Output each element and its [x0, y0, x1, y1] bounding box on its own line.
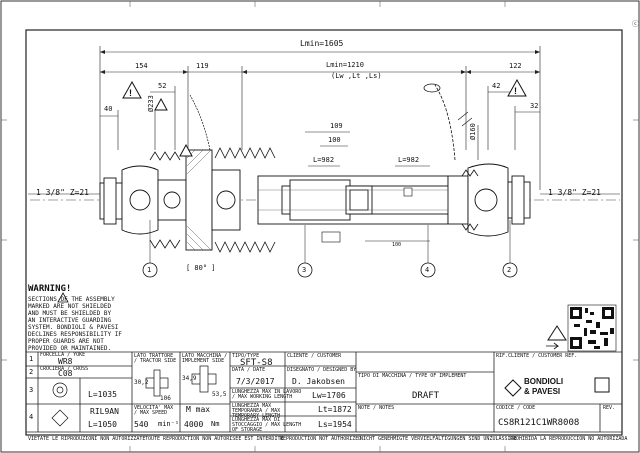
dim-42: 42 — [492, 82, 501, 90]
date-value: 7/3/2017 — [236, 377, 275, 386]
torque-label: M max — [186, 405, 211, 414]
callout-1: 1 — [147, 266, 152, 274]
dim-right-end: 122 — [509, 62, 522, 70]
dim-L982-left: L=982 — [313, 156, 335, 164]
svg-text:!: ! — [129, 88, 132, 98]
callout-3: 3 — [302, 266, 307, 274]
part-code: RIL9AN — [90, 407, 119, 416]
footer-note: PROHIBIDA LA REPRODUCCION NO AUTORIZADA — [510, 436, 628, 442]
dim-109: 109 — [330, 122, 343, 130]
profile-left: 1 3/8" Z=21 — [36, 188, 89, 197]
tractor-side-label: LATO TRATTORE / TRACTOR SIDE — [134, 353, 177, 364]
part-code: C08 — [58, 369, 73, 378]
designer-label: DISEGNATO / DESIGNED BY — [287, 367, 357, 373]
designer-value: D. Jakobsen — [292, 377, 345, 386]
footer-note: NICHT GENEHMIGTE VERVIELFÄLTIGUNGEN SIND… — [360, 436, 517, 442]
speed-unit: min⁻¹ — [158, 420, 180, 428]
warning-line: AND MUST BE SHIELDED BY — [28, 310, 112, 317]
warning-title: WARNING! — [28, 284, 72, 294]
dim-angle: [ 80° ] — [186, 264, 216, 272]
ls-label: LUNGHEZZA MAX DI STOCCAGGIO / MAX LENGTH… — [232, 417, 302, 433]
part-code: L=1035 — [88, 390, 117, 399]
customer-ref-label: RIF.CLIENTE / CUSTOMER REF. — [496, 353, 578, 359]
part-num: 2 — [29, 368, 34, 376]
torque-value: 4000 — [184, 420, 204, 429]
warning-line: SYSTEM. BONDIOLI & PAVESI — [28, 324, 119, 331]
dim-40: 40 — [104, 105, 113, 113]
profile-right: 1 3/8" Z=21 — [548, 188, 601, 197]
dim-total-length: Lmin=1605 — [300, 39, 344, 48]
cross-dim-d: 53,5 — [212, 391, 227, 398]
dim-tube-length: Lmin=1210 — [326, 61, 364, 69]
code-label: CODICE / CODE — [496, 405, 536, 411]
part-num: 4 — [29, 413, 34, 421]
notes-label: NOTE / NOTES — [358, 405, 395, 411]
svg-text:ⓒ: ⓒ — [632, 20, 639, 28]
part-num: 3 — [29, 386, 34, 394]
warning-line: SECTIONS OF THE ASSEMBLY — [28, 296, 115, 303]
cross-dim-a: 30,2 — [134, 379, 149, 386]
dim-100: 100 — [328, 136, 341, 144]
part-header: FORCELLA / YOKE — [40, 352, 86, 358]
warning-line: PROPER GUARDS ARE NOT — [28, 338, 104, 345]
footer-note: REPRODUCTION NOT AUTHORIZED — [280, 436, 362, 442]
lt-value: Lt=1872 — [318, 405, 352, 414]
cross-dim-b: 106 — [160, 395, 171, 402]
code-value: CS8R121C1WR8008 — [498, 418, 580, 428]
status-value: DRAFT — [412, 391, 440, 401]
revision-label: REV. — [603, 405, 616, 411]
warning-line: DECLINES RESPONSIBILITY IF — [28, 331, 122, 338]
dim-L982-right: L=982 — [398, 156, 420, 164]
warning-line: MARKED ARE NOT SHIELDED — [28, 303, 112, 310]
dim-dia-233: Ø233 — [147, 95, 155, 112]
dim-32: 32 — [530, 102, 539, 110]
dim-dia-160: Ø160 — [469, 123, 477, 140]
callout-4: 4 — [425, 266, 430, 274]
warning-line: PROVIDED OR MAINTAINED. — [28, 345, 112, 352]
date-label: DATA / DATE — [232, 367, 266, 373]
dim-100b: 100 — [392, 242, 402, 248]
brand-line1: BONDIOLI — [524, 377, 564, 386]
callout-2: 2 — [507, 266, 512, 274]
part-num: 1 — [29, 355, 34, 363]
footer-note: TOUTE REPRODUCTION NON AUTORISEE EST INT… — [145, 436, 284, 442]
warning-line: AN INTERACTIVE GUARDING — [28, 317, 112, 324]
speed-value: 540 — [134, 420, 149, 429]
part-code-length: L=1050 — [88, 420, 117, 429]
part-code: WR8 — [58, 357, 73, 366]
part-header: CROCIERA / CROSS — [40, 366, 89, 372]
type-value: SFT-S8 — [240, 358, 273, 368]
dim-52: 52 — [158, 82, 167, 90]
speed-label: VELOCITA' MAX / MAX SPEED — [134, 405, 174, 416]
type-label: TIPO/TYPE — [232, 353, 260, 359]
implement-side-label: LATO MACCHINA / IMPLEMENT SIDE — [182, 353, 228, 364]
svg-text:!: ! — [514, 86, 517, 96]
brand-line2: & PAVESI — [524, 387, 561, 396]
cross-dim-c: 34,9 — [182, 375, 197, 382]
qr-code — [567, 304, 617, 352]
implement-type-label: TIPO DI MACCHINA / TYPE OF IMPLEMENT — [358, 373, 467, 379]
dim-left-end: 154 — [135, 62, 148, 70]
torque-unit: Nm — [211, 420, 220, 428]
footer-note: VIETATE LE RIPRODUZIONI NON AUTORIZZATE — [28, 436, 146, 442]
dim-tube-length-sub: (Lw ,Lt ,Ls) — [331, 72, 382, 80]
lw-value: Lw=1706 — [312, 391, 346, 400]
lw-label: LUNGHEZZA MAX IN LAVORO / MAX WORKING LE… — [232, 389, 302, 400]
customer-label: CLIENTE / CUSTOMER — [287, 353, 342, 359]
lt-label: LUNGHEZZA MAX TEMPORANEA / MAX TEMPORARY… — [232, 403, 281, 419]
dim-left-guard: 119 — [196, 62, 209, 70]
ls-value: Ls=1954 — [318, 420, 352, 429]
